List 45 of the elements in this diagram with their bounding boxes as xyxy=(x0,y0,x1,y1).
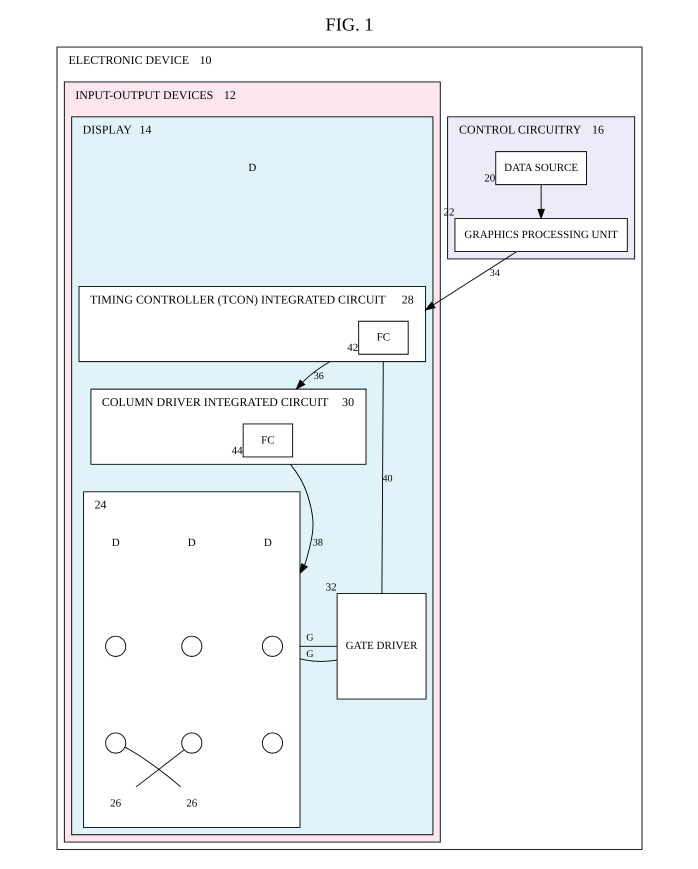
connector xyxy=(124,746,181,788)
label: D xyxy=(248,162,256,174)
arrow xyxy=(536,184,544,220)
node-circle xyxy=(180,636,202,657)
node-label: 10 xyxy=(199,52,211,67)
node-label: 12 xyxy=(223,88,236,102)
node-text: 26 xyxy=(110,797,121,810)
node-circle xyxy=(261,732,283,754)
node-label: 42 xyxy=(346,342,358,354)
node-label: 14 xyxy=(139,122,151,137)
edge-label: G xyxy=(306,632,313,644)
node-label: 16 xyxy=(592,122,604,137)
connector xyxy=(135,749,184,788)
node-text: 26 xyxy=(186,797,197,810)
edge-label: 36 xyxy=(313,370,324,382)
node-box: DATA SOURCE xyxy=(494,151,586,186)
arrow xyxy=(424,251,516,311)
node-box: GRAPHICS PROCESSING UNIT xyxy=(454,218,628,252)
edge-label: 34 xyxy=(489,268,500,280)
node-box: GATE DRIVER xyxy=(336,593,426,700)
arrow xyxy=(294,361,330,390)
edge-label: 38 xyxy=(312,538,322,549)
label: D xyxy=(187,536,196,549)
node-label: 20 xyxy=(484,172,495,185)
node-box: FC xyxy=(358,320,408,355)
label: D xyxy=(263,536,272,549)
node-label: 44 xyxy=(231,444,242,457)
diagram-title: FIG. 1 xyxy=(325,14,373,35)
node-label: 30 xyxy=(342,394,354,409)
connector xyxy=(299,658,337,662)
node-label: 28 xyxy=(401,292,414,306)
node-circle xyxy=(104,636,126,657)
node-label: 32 xyxy=(325,581,336,594)
node-circle xyxy=(180,732,202,754)
edge-label: G xyxy=(306,649,313,660)
node-box: FC xyxy=(242,424,293,458)
edge-label: 40 xyxy=(382,474,392,485)
label: D xyxy=(111,536,120,549)
cluster xyxy=(82,491,300,828)
node-label: 24 xyxy=(94,498,106,512)
arrow xyxy=(289,464,313,574)
node-circle xyxy=(104,732,126,754)
node-circle xyxy=(261,636,283,657)
connector xyxy=(380,361,384,594)
connector xyxy=(299,646,337,647)
